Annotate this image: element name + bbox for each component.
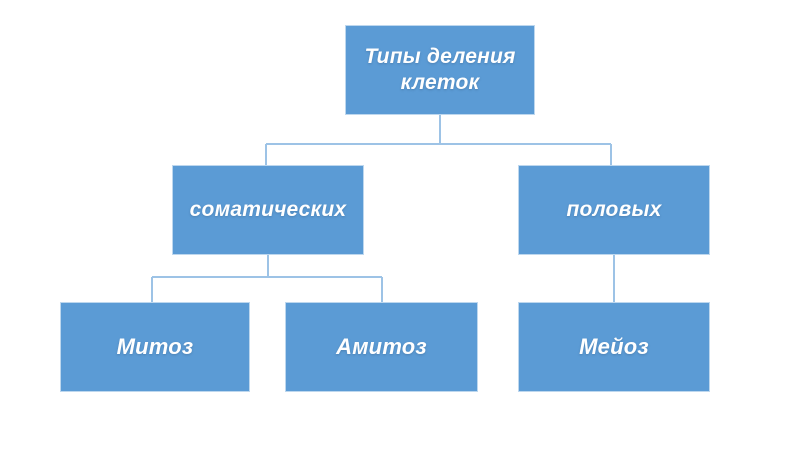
node-mitosis[interactable]: Митоз bbox=[60, 302, 250, 392]
node-somatic-label: соматических bbox=[189, 198, 347, 222]
node-germ-label: половых bbox=[566, 198, 662, 222]
node-meiosis-label: Мейоз bbox=[579, 333, 649, 359]
node-amitosis-label: Амитоз bbox=[336, 333, 427, 359]
node-root-cell-division-types[interactable]: Типы деления клеток bbox=[345, 25, 535, 115]
node-meiosis[interactable]: Мейоз bbox=[518, 302, 710, 392]
node-somatic-cells[interactable]: соматических bbox=[172, 165, 364, 255]
node-amitosis[interactable]: Амитоз bbox=[285, 302, 478, 392]
node-mitosis-label: Митоз bbox=[116, 333, 194, 359]
node-germ-cells[interactable]: половых bbox=[518, 165, 710, 255]
node-root-label: Типы деления клеток bbox=[364, 45, 516, 94]
